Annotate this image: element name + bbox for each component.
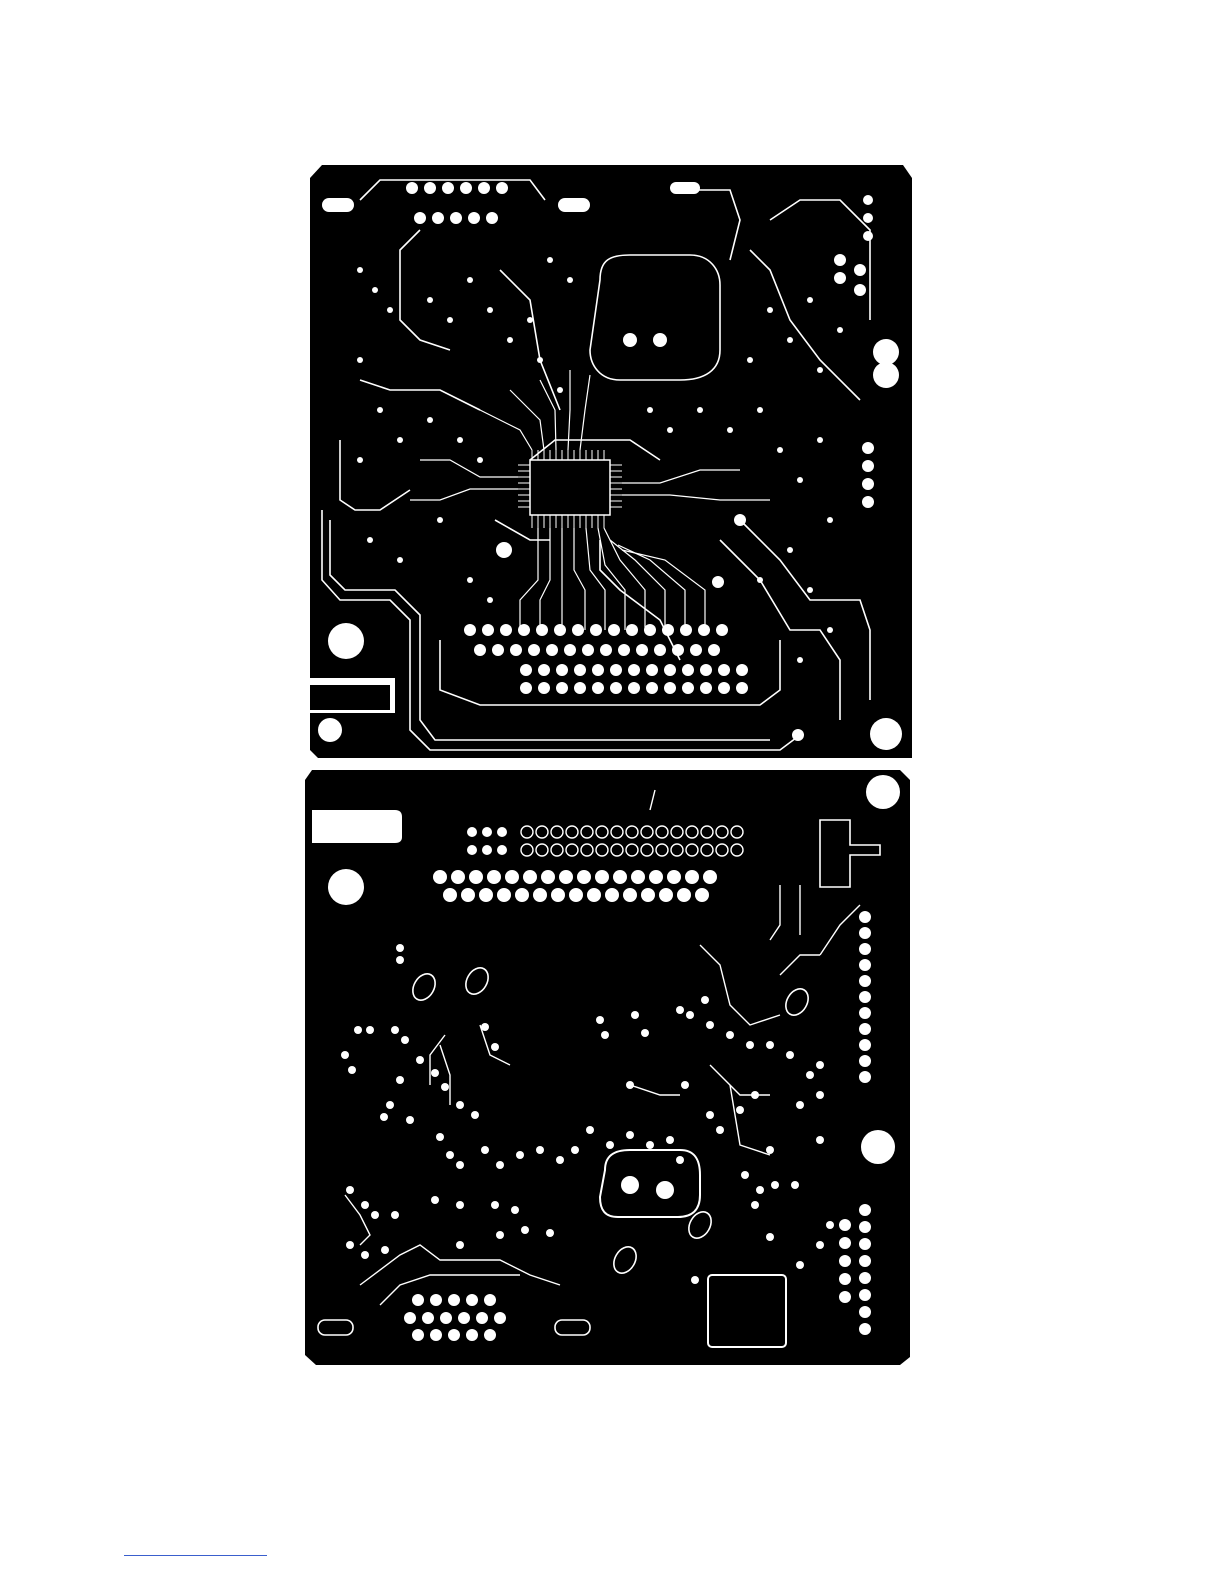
top-mounting-hole-left <box>328 623 364 659</box>
bottom-mounting-hole-top-right <box>866 775 900 809</box>
footer-rule <box>124 1555 267 1556</box>
pcb-top-layer <box>300 160 920 765</box>
pcb-bottom-layer-drawing <box>300 765 920 1370</box>
top-mounting-hole-side-2 <box>873 362 899 388</box>
bottom-crystal-pad-2 <box>656 1181 674 1199</box>
pcb-bottom-layer <box>300 765 920 1370</box>
pcb-top-layer-drawing <box>300 160 920 765</box>
bottom-crystal-pad-1 <box>621 1176 639 1194</box>
top-qfp-chip <box>530 460 610 515</box>
top-mounting-hole-right <box>870 718 902 750</box>
bottom-mounting-hole-right <box>861 1130 895 1164</box>
top-mounting-hole-small <box>318 718 342 742</box>
bottom-mounting-hole-left <box>328 869 364 905</box>
bottom-board-notch <box>312 810 402 843</box>
top-mounting-hole-side-1 <box>873 339 899 365</box>
bottom-thermal-pad <box>708 1275 786 1347</box>
